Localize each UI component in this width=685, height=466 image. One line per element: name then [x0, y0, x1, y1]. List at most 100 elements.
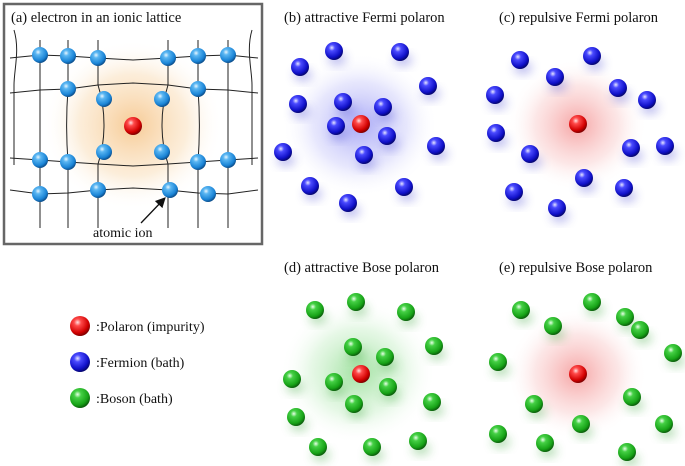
- boson-sphere: [423, 393, 441, 411]
- fermion-sphere: [511, 51, 529, 69]
- boson-sphere: [325, 373, 343, 391]
- fermion-sphere: [374, 98, 392, 116]
- panel-e-title: (e) repulsive Bose polaron: [499, 260, 653, 276]
- boson-sphere: [344, 338, 362, 356]
- legend-item-boson: :Boson (bath): [70, 388, 173, 408]
- ion-sphere: [60, 154, 76, 170]
- boson-sphere: [618, 443, 636, 461]
- boson-sphere: [489, 425, 507, 443]
- boson-sphere: [544, 317, 562, 335]
- panel-a: (a) electron in an ionic lattice: [2, 2, 264, 246]
- boson-sphere: [572, 415, 590, 433]
- boson-sphere: [379, 378, 397, 396]
- panel-d-title: (d) attractive Bose polaron: [284, 260, 440, 276]
- panel-d: (d) attractive Bose polaron: [280, 260, 446, 461]
- fermion-sphere: [505, 183, 523, 201]
- legend-item-fermion: :Fermion (bath): [70, 352, 185, 372]
- fermion-sphere: [378, 127, 396, 145]
- ion-sphere: [220, 47, 236, 63]
- boson-sphere: [409, 432, 427, 450]
- boson-sphere: [664, 344, 682, 362]
- fermion-sphere: [274, 143, 292, 161]
- legend-label: :Fermion (bath): [96, 356, 185, 371]
- panel-b-title: (b) attractive Fermi polaron: [284, 10, 445, 26]
- panel-c-title: (c) repulsive Fermi polaron: [499, 10, 659, 26]
- ion-sphere: [154, 91, 170, 107]
- boson-sphere: [397, 303, 415, 321]
- fermion-sphere: [548, 199, 566, 217]
- legend-item-polaron: :Polaron (impurity): [70, 316, 205, 336]
- fermion-sphere: [622, 139, 640, 157]
- boson-sphere: [512, 301, 530, 319]
- legend-label: :Polaron (impurity): [96, 320, 205, 335]
- boson-bath-d: [283, 293, 446, 461]
- fermion-sphere: [334, 93, 352, 111]
- fermion-sphere: [615, 179, 633, 197]
- ion-sphere: [96, 144, 112, 160]
- ion-sphere: [90, 182, 106, 198]
- fermion-sphere: [301, 177, 319, 195]
- fermion-sphere: [391, 43, 409, 61]
- boson-sphere: [347, 293, 365, 311]
- boson-sphere: [283, 370, 301, 388]
- ion-sphere: [32, 186, 48, 202]
- boson-sphere: [525, 395, 543, 413]
- panel-e: (e) repulsive Bose polaron: [489, 260, 685, 466]
- fermion-sphere: [575, 169, 593, 187]
- ion-arrow: [140, 197, 166, 224]
- boson-sphere: [616, 308, 634, 326]
- boson-sphere: [623, 388, 641, 406]
- impurity-sphere: [352, 365, 370, 383]
- boson-bath-e: [489, 293, 685, 466]
- ion-lattice: [32, 47, 236, 202]
- fermion-sphere: [583, 47, 601, 65]
- ion-sphere: [200, 186, 216, 202]
- impurity-sphere: [352, 115, 370, 133]
- impurity-sphere: [569, 115, 587, 133]
- boson-sphere: [306, 301, 324, 319]
- ion-sphere: [190, 81, 206, 97]
- boson-sphere: [363, 438, 381, 456]
- legend-label: :Boson (bath): [96, 392, 173, 407]
- ion-sphere: [90, 50, 106, 66]
- boson-sphere: [631, 321, 649, 339]
- fermion-bath-c: [486, 47, 677, 222]
- ion-sphere: [154, 144, 170, 160]
- boson-sphere: [309, 438, 327, 456]
- boson-sphere: [536, 434, 554, 452]
- panel-c: (c) repulsive Fermi polaron: [486, 10, 677, 222]
- ion-sphere: [96, 91, 112, 107]
- fermion-sphere: [395, 178, 413, 196]
- panel-b: (b) attractive Fermi polaron: [274, 10, 448, 217]
- ion-sphere: [32, 47, 48, 63]
- ion-sphere: [162, 182, 178, 198]
- boson-sphere: [287, 408, 305, 426]
- fermion-sphere: [656, 137, 674, 155]
- panel-a-title: (a) electron in an ionic lattice: [11, 10, 181, 26]
- fermion-bath-b: [274, 42, 448, 217]
- impurity-sphere: [569, 365, 587, 383]
- boson-sphere: [376, 348, 394, 366]
- fermion-sphere: [291, 58, 309, 76]
- ion-sphere: [220, 152, 236, 168]
- electron-sphere: [124, 117, 142, 135]
- ion-sphere: [60, 48, 76, 64]
- ion-sphere: [32, 152, 48, 168]
- polaron-legend-icon: [70, 316, 90, 336]
- ion-sphere: [190, 48, 206, 64]
- boson-sphere: [345, 395, 363, 413]
- fermion-sphere: [355, 146, 373, 164]
- boson-legend-icon: [70, 388, 90, 408]
- fermion-sphere: [521, 145, 539, 163]
- fermion-sphere: [486, 86, 504, 104]
- ion-sphere: [160, 50, 176, 66]
- ion-sphere: [190, 154, 206, 170]
- boson-sphere: [425, 337, 443, 355]
- ion-annotation: atomic ion: [93, 226, 153, 241]
- fermion-legend-icon: [70, 352, 90, 372]
- ion-sphere: [60, 81, 76, 97]
- fermion-sphere: [339, 194, 357, 212]
- fermion-sphere: [325, 42, 343, 60]
- fermion-sphere: [289, 95, 307, 113]
